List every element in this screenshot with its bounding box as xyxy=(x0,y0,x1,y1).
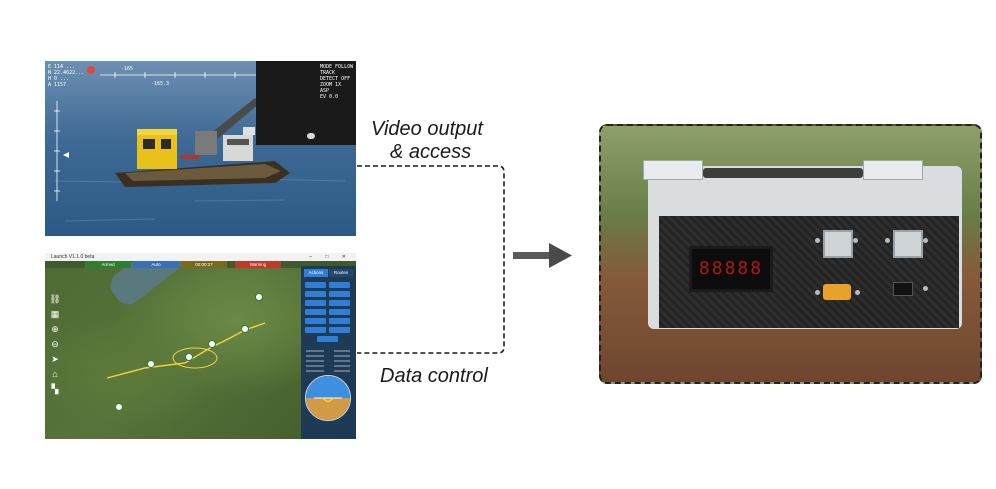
tab-routes[interactable]: Routes xyxy=(329,269,353,277)
osd-line: DETECT OFF xyxy=(320,76,351,82)
osd-line: MODE FOLLOW xyxy=(320,64,354,70)
map-toolbar: ⛓ ▦ ⊕ ⊖ ➤ ⌂ ▚ xyxy=(49,293,65,398)
action-button[interactable] xyxy=(329,318,350,324)
video-output-label: Video output xyxy=(371,118,483,140)
action-button[interactable] xyxy=(329,309,350,315)
home-icon[interactable]: ⌂ xyxy=(52,369,58,379)
action-button[interactable] xyxy=(329,282,350,288)
barge-scene xyxy=(54,72,346,222)
osd-heading-left: -165 xyxy=(121,66,134,72)
action-button[interactable] xyxy=(305,318,326,324)
screw-icon xyxy=(923,238,928,243)
mount-bracket-right xyxy=(863,160,923,180)
osd-mode-readout: MODE FOLLOW TRACK DETECT OFF ZOOM 1X ASP… xyxy=(320,64,353,100)
action-button[interactable] xyxy=(329,291,350,297)
attitude-sky xyxy=(306,376,350,398)
attitude-reticle xyxy=(314,397,342,403)
osd-line: N 22.4622... xyxy=(48,70,85,76)
action-button[interactable] xyxy=(305,300,326,306)
osd-line: EV 0.0 xyxy=(320,94,339,100)
screw-icon xyxy=(885,238,890,243)
status-warning: Warning xyxy=(235,261,281,268)
screw-icon xyxy=(815,290,820,295)
action-button[interactable] xyxy=(305,291,326,297)
mount-bracket-left xyxy=(643,160,703,180)
grid-icon[interactable]: ▚ xyxy=(51,384,59,394)
waypoint-marker[interactable] xyxy=(241,325,249,333)
tab-actions[interactable]: Actions xyxy=(304,269,328,277)
screw-icon xyxy=(923,286,928,291)
map-icon[interactable]: ▦ xyxy=(50,309,60,319)
link-icon[interactable]: ⛓ xyxy=(49,294,61,304)
status-armed: Armed xyxy=(85,261,131,268)
ethernet-port-right xyxy=(893,230,923,258)
zoom-in-icon[interactable]: ⊕ xyxy=(51,324,59,334)
action-button[interactable] xyxy=(305,282,326,288)
waypoint-marker[interactable] xyxy=(255,293,263,301)
osd-line: ZOOM 1X xyxy=(320,82,342,88)
action-button[interactable] xyxy=(329,327,350,333)
osd-line: A 1157 xyxy=(48,82,67,88)
zoom-out-icon[interactable]: ⊖ xyxy=(51,339,59,349)
window-controls[interactable]: – □ ✕ xyxy=(309,254,352,260)
action-button[interactable] xyxy=(305,327,326,333)
screw-icon xyxy=(815,238,820,243)
osd-line: E 114 ... xyxy=(48,64,76,70)
led-display: 88888 xyxy=(689,246,773,292)
action-button[interactable] xyxy=(317,336,338,342)
status-timer: 00:00:27 xyxy=(181,261,227,268)
screw-icon xyxy=(853,238,858,243)
action-button[interactable] xyxy=(305,309,326,315)
window-titlebar: Launch V1.1.0 beta – □ ✕ xyxy=(45,253,356,261)
navigate-icon[interactable]: ➤ xyxy=(51,354,59,364)
status-bar: Armed Auto 00:00:27 Warning xyxy=(85,261,285,268)
ground-control-screenshot: Launch V1.1.0 beta – □ ✕ Armed Auto 00:0… xyxy=(45,253,356,439)
screw-icon xyxy=(855,290,860,295)
video-feed-screenshot: E 114 ... N 22.4622... H 0 ... A 1157 -1… xyxy=(45,61,356,236)
waypoint-marker[interactable] xyxy=(208,340,216,348)
display-value: 88888 xyxy=(698,258,764,279)
arrow-icon xyxy=(513,243,572,268)
attitude-ground xyxy=(306,398,350,420)
window-title: Launch V1.1.0 beta xyxy=(51,254,95,260)
osd-line: ASP xyxy=(320,88,330,94)
thermal-target xyxy=(307,133,315,139)
waypoint-marker[interactable] xyxy=(185,353,193,361)
device-handle xyxy=(703,168,863,178)
power-switch xyxy=(893,282,913,296)
telemetry-table xyxy=(306,350,350,372)
record-indicator-icon xyxy=(87,66,95,74)
osd-line: H 0 ... xyxy=(48,76,70,82)
data-control-label: Data control xyxy=(380,365,488,387)
power-connector xyxy=(823,284,851,300)
waypoint-marker[interactable] xyxy=(147,360,155,368)
osd-line: TRACK xyxy=(320,70,336,76)
ethernet-port-left xyxy=(823,230,853,258)
waypoint-marker[interactable] xyxy=(115,403,123,411)
osd-heading-center: -165.3 xyxy=(151,81,170,87)
osd-position-readout: E 114 ... N 22.4622... H 0 ... A 1157 xyxy=(48,64,84,88)
access-label: & access xyxy=(390,141,472,163)
thermal-inset-view: MODE FOLLOW TRACK DETECT OFF ZOOM 1X ASP… xyxy=(256,61,356,145)
status-mode: Auto xyxy=(133,261,179,268)
attitude-indicator xyxy=(305,375,351,421)
dashed-connector xyxy=(357,165,505,354)
device-photo: 88888 xyxy=(599,124,982,384)
action-button[interactable] xyxy=(329,300,350,306)
